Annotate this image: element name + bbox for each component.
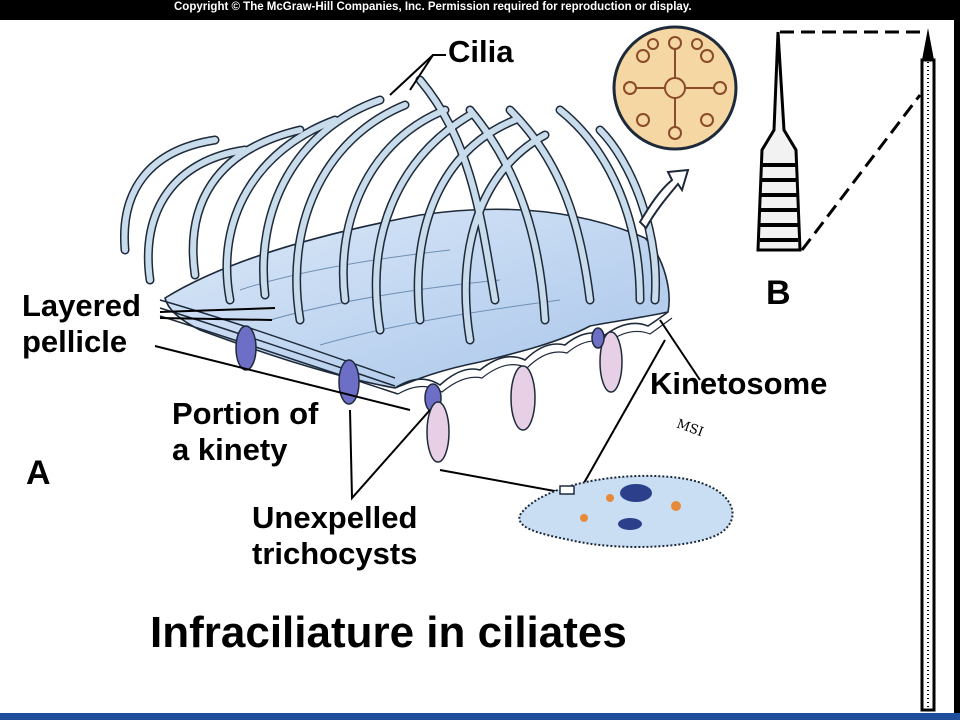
label-a-kinety: a kinety [172,432,288,467]
trichocysts [235,325,623,463]
label-trichocysts: trichocysts [252,536,418,571]
cilium-cross-section [612,25,738,230]
paramecium [518,474,734,548]
leader-lines [154,54,701,501]
page-title: Infraciliature in ciliates [150,608,627,657]
label-pellicle: pellicle [22,324,128,359]
label-kinetosome: Kinetosome [650,366,828,401]
label-portion-of: Portion of [172,396,319,431]
trichocyst-panel-b [756,28,936,712]
copyright-text: Copyright © The McGraw-Hill Companies, I… [174,1,692,13]
cilia-group [119,75,661,345]
top-bar: Copyright © The McGraw-Hill Companies, I… [0,0,960,20]
label-layered: Layered [22,288,141,323]
label-unexpelled: Unexpelled [252,500,418,535]
label-panel-a: A [26,454,51,492]
label-cilia: Cilia [448,34,514,69]
bottom-bar [0,713,960,720]
right-edge-bar [954,20,960,713]
label-panel-b: B [766,274,791,312]
